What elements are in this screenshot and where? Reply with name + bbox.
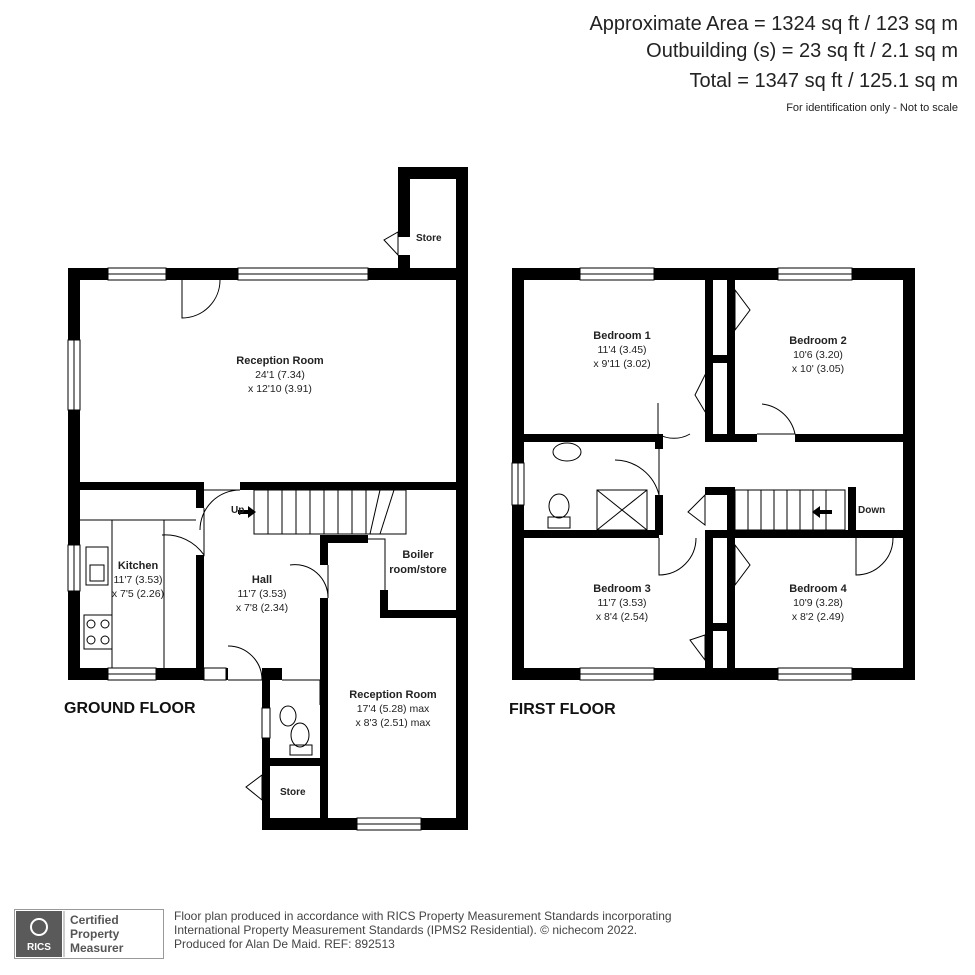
store-top-label: Store — [416, 233, 442, 244]
footer-line2: International Property Measurement Stand… — [174, 923, 638, 937]
gf-stairs — [253, 489, 407, 535]
reception-room-name: Reception Room — [236, 355, 324, 367]
rics-badge: RICS Certified Property Measurer — [14, 909, 164, 959]
store-bottom-label: Store — [280, 787, 306, 798]
outbuilding-area: Outbuilding (s) = 23 sq ft / 2.1 sq m — [646, 40, 958, 62]
stairs-down-label: Down — [858, 505, 885, 516]
kitchen-fixtures — [80, 519, 196, 668]
badge-line2: Property — [70, 927, 120, 941]
reception-room2-name: Reception Room — [349, 689, 437, 701]
bedroom4-dim2: x 8'2 (2.49) — [792, 611, 844, 623]
approximate-area: Approximate Area = 1324 sq ft / 123 sq m — [589, 13, 958, 35]
rics-badge-org: RICS — [27, 942, 51, 953]
bedroom3-dim1: 11'7 (3.53) — [597, 597, 646, 609]
first-floor-title: FIRST FLOOR — [509, 701, 616, 718]
hall-dim2: x 7'8 (2.34) — [236, 602, 288, 614]
footer-line1: Floor plan produced in accordance with R… — [174, 909, 672, 923]
gf-wall-east — [456, 268, 468, 828]
bedroom4-dim1: 10'9 (3.28) — [793, 597, 843, 609]
boiler-label-line2: room/store — [389, 564, 446, 576]
badge-line3: Measurer — [70, 941, 124, 955]
total-area: Total = 1347 sq ft / 125.1 sq m — [689, 70, 959, 92]
bedroom2-dim2: x 10' (3.05) — [792, 363, 844, 375]
bedroom3-dim2: x 8'4 (2.54) — [596, 611, 648, 623]
rics-emblem-icon — [30, 918, 48, 936]
footer-text: Floor plan produced in accordance with R… — [174, 909, 672, 951]
stairs-up-label: Up — [231, 505, 244, 516]
badge-line1: Certified — [70, 913, 119, 927]
bedroom2-name: Bedroom 2 — [789, 335, 846, 347]
bedroom2-dim1: 10'6 (3.20) — [793, 349, 843, 361]
bedroom4-name: Bedroom 4 — [789, 583, 847, 595]
ff-stairs — [734, 489, 846, 531]
reception-room-dim2: x 12'10 (3.91) — [248, 383, 312, 395]
reception-room-dim1: 24'1 (7.34) — [255, 369, 305, 381]
bedroom1-dim2: x 9'11 (3.02) — [593, 358, 650, 370]
reception-room2-dim1: 17'4 (5.28) max — [357, 703, 430, 715]
hall-name: Hall — [252, 574, 272, 586]
kitchen-dim1: 11'7 (3.53) — [113, 574, 162, 586]
kitchen-name: Kitchen — [118, 560, 159, 572]
footer-line3: Produced for Alan De Maid. REF: 892513 — [174, 937, 395, 951]
ground-floor-title: GROUND FLOOR — [64, 700, 196, 717]
hall-dim1: 11'7 (3.53) — [237, 588, 286, 600]
kitchen-dim2: x 7'5 (2.26) — [112, 588, 164, 600]
reception-room2-dim2: x 8'3 (2.51) max — [356, 717, 432, 729]
bedroom1-dim1: 11'4 (3.45) — [597, 344, 646, 356]
bedroom1-name: Bedroom 1 — [593, 330, 650, 342]
gf-wall-west — [68, 268, 80, 680]
bedroom3-name: Bedroom 3 — [593, 583, 650, 595]
boiler-label-line1: Boiler — [402, 549, 434, 561]
scale-note: For identification only - Not to scale — [786, 102, 958, 114]
